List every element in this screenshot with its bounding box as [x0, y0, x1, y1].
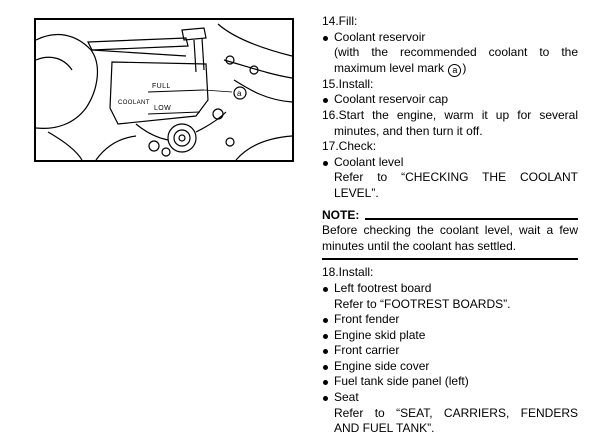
- step-17-ref-line-1: Refer to “CHECKING THE COOLANT: [334, 170, 578, 185]
- note-heading: NOTE:: [322, 208, 578, 224]
- note-line-2: minutes until the coolant has settled.: [322, 238, 517, 253]
- note-rule: [365, 218, 578, 221]
- engine-drawing: FULL LOW COOLANT a: [36, 23, 292, 160]
- list-item: Engine side cover: [322, 359, 578, 375]
- step-18-title: 18.Install:: [322, 265, 374, 280]
- step-18-ref-seat-line-1: Refer to “SEAT, CARRIERS, FENDERS: [334, 405, 578, 420]
- level-mark-marker: a: [237, 89, 242, 98]
- step-18: 18.Install: Left footrest board Refer to…: [322, 265, 578, 437]
- step-18-ref-footrest: Refer to “FOOTREST BOARDS”.: [334, 296, 511, 311]
- note-title: NOTE:: [322, 207, 360, 222]
- step-16-line-1: 16.Start the engine, warm it up for seve…: [322, 107, 578, 122]
- list-item: Engine skid plate: [322, 328, 578, 344]
- note-line-1: Before checking the coolant level, wait …: [322, 223, 578, 238]
- list-item: Front fender: [322, 312, 578, 328]
- step-14-note-line-2: maximum level mark a): [334, 60, 467, 77]
- full-mark-label: FULL: [152, 83, 171, 90]
- step-17-title: 17.Check:: [322, 139, 377, 154]
- step-18-ref-seat-line-2: AND FUEL TANK”.: [334, 421, 435, 436]
- step-14-title: 14.Fill:: [322, 14, 358, 28]
- step-17-ref-line-2: LEVEL”.: [334, 185, 379, 200]
- list-item: Left footrest board: [322, 281, 578, 297]
- reservoir-label: COOLANT: [118, 100, 150, 106]
- level-mark-symbol: a: [448, 63, 462, 77]
- list-item: Front carrier: [322, 343, 578, 359]
- note-body: Before checking the coolant level, wait …: [322, 223, 578, 261]
- list-item: Seat: [322, 390, 578, 406]
- step-15-item: Coolant reservoir cap: [322, 92, 578, 108]
- instruction-text: 14.Fill: Coolant reservoir (with the rec…: [322, 14, 578, 437]
- list-item: Fuel tank side panel (left): [322, 374, 578, 390]
- step-15-title: 15.Install:: [322, 76, 374, 91]
- step-14-item: Coolant reservoir: [322, 30, 578, 46]
- low-mark-label: LOW: [154, 105, 171, 112]
- coolant-reservoir-illustration: FULL LOW COOLANT a: [34, 18, 294, 162]
- step-17-item: Coolant level: [322, 155, 578, 171]
- step-14-note-line-1: (with the recommended coolant to the: [334, 45, 578, 60]
- step-16-line-2: minutes, and then turn it off.: [334, 123, 483, 138]
